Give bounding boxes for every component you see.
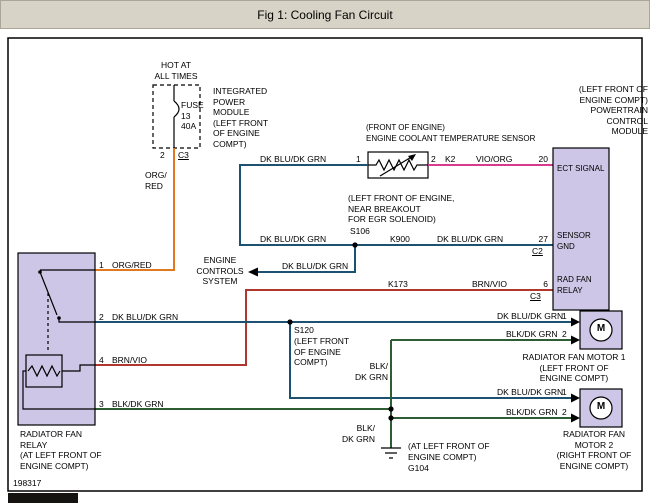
integrated-power-module-label: INTEGRATED POWER MODULE (LEFT FRONT OF E… bbox=[213, 86, 269, 149]
relay-coil-element bbox=[27, 364, 61, 378]
relay-pin-3-wire-label: BLK/DK GRN bbox=[112, 399, 164, 409]
pcm-sensor-gnd-label: SENSOR GND bbox=[557, 231, 591, 251]
g104-location-label: (AT LEFT FRONT OF ENGINE COMPT) bbox=[408, 441, 490, 462]
motor2-wire-1-label: DK BLU/DK GRN bbox=[497, 387, 564, 397]
thermistor-arrow bbox=[379, 155, 414, 177]
ground-junction-dot-2 bbox=[388, 415, 394, 421]
relay-pin-2: 2 bbox=[99, 312, 104, 322]
motor1-wire-1-label: DK BLU/DK GRN bbox=[497, 311, 564, 321]
motor2-pin2-arrowhead bbox=[571, 413, 580, 423]
relay-pin2-internal bbox=[58, 318, 95, 323]
motor1-symbol: M bbox=[596, 323, 606, 334]
motor2-symbol-circle bbox=[589, 396, 613, 420]
figure-title-bar: Fig 1: Cooling Fan Circuit bbox=[0, 0, 650, 29]
relay-pin-1: 1 bbox=[99, 260, 104, 270]
motor1-pin1-arrowhead bbox=[571, 317, 580, 327]
g104-label: G104 bbox=[408, 463, 429, 473]
pcm-pin-6: 6 bbox=[543, 279, 548, 289]
relay-pin-3: 3 bbox=[99, 399, 104, 409]
wire-dk-blu-dk-grn-main bbox=[239, 164, 553, 246]
pcm-ect-signal-label: ECT SIGNAL bbox=[557, 164, 605, 173]
diagram-border bbox=[7, 37, 643, 492]
ect-sensor-label: (FRONT OF ENGINE) ENGINE COOLANT TEMPERA… bbox=[366, 123, 536, 143]
wire-label-dk-blu-s106: DK BLU/DK GRN bbox=[260, 234, 327, 244]
splice-dot-s106 bbox=[352, 242, 358, 248]
wire-label-org-red-vertical: ORG/ RED bbox=[145, 170, 167, 191]
relay-pin-2-wire-label: DK BLU/DK GRN bbox=[112, 312, 179, 322]
ecs-arrowhead bbox=[248, 267, 258, 277]
fuse-pin: 2 bbox=[160, 150, 165, 160]
relay-coil-to-pin4 bbox=[62, 364, 95, 372]
wire-label-blk-grn-upper: BLK/ DK GRN bbox=[354, 361, 388, 382]
motor1-pin2-arrowhead bbox=[571, 335, 580, 345]
wire-label-dk-blu-pcm: DK BLU/DK GRN bbox=[437, 234, 504, 244]
engine-controls-system-label: ENGINE CONTROLS SYSTEM bbox=[196, 255, 244, 286]
motor2-symbol: M bbox=[596, 401, 606, 412]
wire-label-blk-grn-lower: BLK/ DK GRN bbox=[341, 423, 375, 444]
motor1-symbol-circle bbox=[589, 318, 613, 342]
thermistor-arrowhead bbox=[408, 154, 416, 161]
splice-dot-s120 bbox=[287, 319, 293, 325]
radiator-fan-relay-label: RADIATOR FAN RELAY (AT LEFT FRONT OF ENG… bbox=[20, 429, 102, 471]
motor2-pin-2: 2 bbox=[562, 407, 567, 417]
wire-org-red bbox=[95, 148, 175, 271]
sensor-pin-2: 2 bbox=[431, 154, 436, 164]
relay-pin-4: 4 bbox=[99, 355, 104, 365]
thermistor-element bbox=[368, 158, 428, 172]
s106-label: S106 bbox=[350, 226, 370, 236]
motor1-pin-1: 1 bbox=[562, 311, 567, 321]
radiator-fan-relay-box bbox=[17, 252, 96, 426]
motor2-pin1-arrowhead bbox=[571, 393, 580, 403]
fuse-symbol bbox=[173, 100, 180, 118]
s120-label: S120 bbox=[294, 325, 314, 335]
wire-label-k900: K900 bbox=[390, 234, 410, 244]
relay-pin-1-wire-label: ORG/RED bbox=[112, 260, 152, 270]
wire-dk-blu-dk-grn-motor2 bbox=[289, 322, 571, 399]
powertrain-control-module-box bbox=[552, 147, 610, 311]
doc-number: 198317 bbox=[13, 478, 42, 488]
radiator-fan-motor2-label: RADIATOR FAN MOTOR 2 (RIGHT FRONT OF ENG… bbox=[556, 429, 632, 471]
fuse-label: FUSE 13 40A bbox=[181, 100, 204, 131]
relay-pin-4-wire-label: BRN/VIO bbox=[112, 355, 147, 365]
wire-label-k173: K173 bbox=[388, 279, 408, 289]
wire-label-dk-blu-ecs: DK BLU/DK GRN bbox=[282, 261, 349, 271]
bottom-left-bar bbox=[8, 493, 78, 503]
pcm-connector-c2-link[interactable]: C2 bbox=[532, 246, 543, 256]
pcm-pin-27: 27 bbox=[538, 234, 548, 244]
motor1-wire-2-label: BLK/DK GRN bbox=[506, 329, 558, 339]
motor2-wire-2-label: BLK/DK GRN bbox=[506, 407, 558, 417]
wire-label-dk-blu-sensor: DK BLU/DK GRN bbox=[260, 154, 327, 164]
sensor-pin-1: 1 bbox=[356, 154, 361, 164]
s106-location-label: (LEFT FRONT OF ENGINE, NEAR BREAKOUT FOR… bbox=[348, 193, 455, 224]
integrated-power-module-box bbox=[152, 84, 201, 149]
figure-title: Fig 1: Cooling Fan Circuit bbox=[257, 7, 393, 22]
fuse-connector-link[interactable]: C3 bbox=[178, 150, 189, 160]
pcm-title: (LEFT FRONT OF ENGINE COMPT) POWERTRAIN … bbox=[578, 84, 648, 136]
ground-symbol bbox=[381, 447, 401, 459]
motor1-pin-2: 2 bbox=[562, 329, 567, 339]
motor2-pin-1: 1 bbox=[562, 387, 567, 397]
wire-brn-vio bbox=[95, 289, 553, 366]
s120-location-label: (LEFT FRONT OF ENGINE COMPT) bbox=[294, 336, 350, 367]
pcm-pin-20: 20 bbox=[538, 154, 548, 164]
radiator-fan-motor1-label: RADIATOR FAN MOTOR 1 (LEFT FRONT OF ENGI… bbox=[522, 352, 626, 383]
wire-label-vio-org: VIO/ORG bbox=[476, 154, 513, 164]
ground-junction-dot-1 bbox=[388, 406, 394, 412]
relay-coil-to-pin3 bbox=[22, 370, 95, 410]
wire-label-k2: K2 bbox=[445, 154, 456, 164]
wire-label-brn-vio: BRN/VIO bbox=[472, 279, 507, 289]
pcm-connector-c3-link[interactable]: C3 bbox=[530, 291, 541, 301]
wire-dk-blu-dk-grn-ecs bbox=[257, 245, 356, 273]
pcm-rad-fan-relay-label: RAD FAN RELAY bbox=[557, 275, 592, 295]
hot-at-all-times-label: HOT AT ALL TIMES bbox=[154, 60, 198, 81]
